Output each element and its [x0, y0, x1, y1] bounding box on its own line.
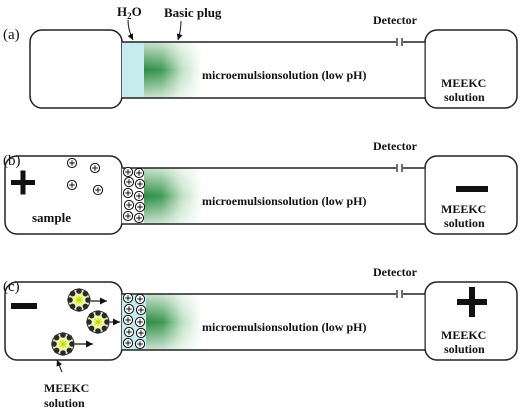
droplet-icon	[50, 331, 76, 357]
cation-icon	[133, 190, 145, 202]
cation-icon	[133, 167, 145, 179]
anode-plus-sign	[457, 287, 487, 317]
droplet-icon	[85, 309, 111, 335]
cation-icon	[122, 166, 134, 178]
meekc-solution-label-line2: solution	[44, 396, 85, 410]
meekc-solution-label-line1: MEEKC	[44, 381, 89, 395]
detector-label: Detector	[373, 265, 418, 279]
plug-shading	[144, 168, 202, 224]
water-plug	[122, 42, 144, 98]
meekc-label-line1: MEEKC	[441, 76, 486, 90]
meekc-label-line1: MEEKC	[441, 328, 486, 342]
cation-icon	[134, 293, 146, 305]
sample-ions	[66, 157, 104, 196]
meekc-label-line2: solution	[444, 90, 485, 104]
cation-icon	[92, 184, 104, 196]
cation-icon	[123, 176, 135, 188]
h2o-label: H2O	[117, 4, 142, 21]
cation-icon	[122, 314, 134, 326]
cathode-minus-sign	[11, 303, 37, 309]
detector-label: Detector	[373, 13, 418, 27]
microemulsion-label: microemulsionsolution (low pH)	[202, 194, 366, 208]
meekc-label-line1: MEEKC	[441, 202, 486, 216]
plug-shading	[144, 42, 202, 98]
anode-plus-sign	[11, 170, 35, 195]
cation-icon	[122, 210, 134, 222]
cation-icon	[135, 304, 147, 316]
cation-icon	[66, 157, 78, 169]
plug-shading	[146, 294, 202, 350]
microemulsion-label: microemulsionsolution (low pH)	[202, 68, 366, 82]
detector-mark	[396, 164, 403, 172]
cation-icon	[123, 326, 135, 338]
panel-label: (a)	[3, 27, 20, 43]
droplet-icon	[66, 287, 92, 313]
panel-a: (a) Detector microemulsionsolution (low …	[3, 13, 518, 109]
cation-icon	[134, 316, 146, 328]
cation-icon	[122, 337, 134, 349]
cation-icon	[66, 179, 78, 191]
panel-b: (b) sample	[3, 139, 518, 235]
sample-label: sample	[32, 210, 71, 225]
meekc-pointer-arrow	[56, 359, 63, 373]
panel-label: (c)	[3, 279, 20, 295]
cation-icon	[123, 199, 135, 211]
detector-label: Detector	[373, 139, 418, 153]
detector-mark	[396, 38, 403, 46]
cation-icon	[122, 187, 134, 199]
microemulsion-droplets	[50, 287, 120, 357]
panel-label: (b)	[3, 153, 21, 169]
inlet-vial	[29, 29, 123, 109]
cation-icon	[135, 327, 147, 339]
cation-icon	[122, 292, 134, 304]
cation-icon	[89, 162, 101, 174]
cation-icon	[134, 201, 146, 213]
detector-mark	[396, 290, 403, 298]
cation-icon	[134, 178, 146, 190]
cathode-minus-sign	[456, 186, 488, 192]
meekc-label-line2: solution	[444, 342, 485, 356]
microemulsion-label: microemulsionsolution (low pH)	[202, 320, 366, 334]
cation-icon	[134, 338, 146, 350]
panel-c: (c) M	[3, 265, 518, 410]
basic-plug-label: Basic plug	[164, 5, 222, 20]
h2o-pointer-arrow	[127, 19, 134, 41]
basic-plug-pointer-arrow	[176, 20, 183, 41]
cation-icon	[133, 212, 145, 224]
meekc-label-line2: solution	[444, 216, 485, 230]
cation-icon	[123, 303, 135, 315]
svg-text:H2O: H2O	[117, 4, 142, 21]
